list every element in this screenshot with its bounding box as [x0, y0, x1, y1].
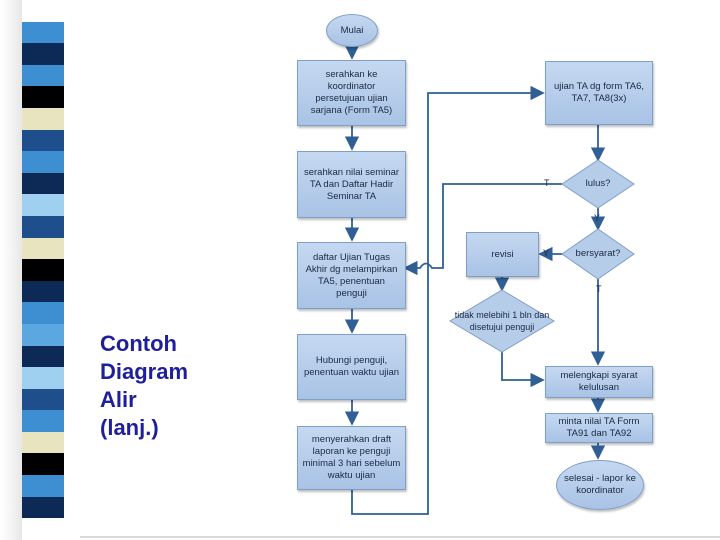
decision-time-label: tidak melebihi 1 bln dan disetujui pengu… — [454, 310, 550, 332]
stripe-segment — [22, 129, 64, 152]
stripe-segment — [22, 215, 64, 238]
decision-cond-label: bersyarat? — [575, 248, 621, 259]
decision-time-shape — [449, 289, 555, 353]
slide-left-shade — [0, 0, 22, 540]
stripe-segment — [22, 302, 64, 324]
stripe-segment — [22, 453, 64, 476]
edge-label-cond-no: T — [596, 284, 602, 294]
stripe-segment — [22, 431, 64, 454]
decorative-stripe-bar — [22, 0, 64, 540]
decision-cond-shape — [561, 228, 635, 280]
step-request-grade: minta nilai TA Form TA91 dan TA92 — [545, 413, 653, 443]
stripe-segment — [22, 388, 64, 411]
stripe-segment — [22, 21, 64, 44]
edge-label-pass-yes: Y — [594, 213, 601, 223]
stripe-segment — [22, 151, 64, 173]
edge-label-pass-no: T — [544, 178, 550, 188]
stripe-segment — [22, 194, 64, 216]
edge-label-cond-yes: Y — [543, 248, 550, 258]
step-revision: revisi — [466, 232, 539, 277]
stripe-segment — [22, 237, 64, 260]
decision-pass-shape — [561, 159, 635, 209]
step-submit-draft: menyerahkan draft laporan ke penguji min… — [297, 426, 406, 490]
start-node: Mulai — [326, 14, 378, 47]
slide-bottom-rule — [80, 536, 720, 538]
end-node: selesai - lapor ke koordinator — [556, 460, 644, 510]
arrow-pass-no-loop — [403, 183, 562, 276]
stripe-segment — [22, 43, 64, 65]
step-submit-coordinator: serahkan ke koordinator persetujuan ujia… — [297, 60, 406, 126]
stripe-segment — [22, 172, 64, 195]
stripe-segment — [22, 86, 64, 108]
stripe-segment — [22, 107, 64, 130]
stripe-segment — [22, 410, 64, 432]
arrow-time-complete — [501, 352, 545, 388]
step-contact-examiner: Hubungi penguji, penentuan waktu ujian — [297, 334, 406, 400]
stripe-segment — [22, 259, 64, 281]
stripe-segment — [22, 323, 64, 346]
stripe-segment — [22, 518, 64, 540]
stripe-segment — [22, 345, 64, 368]
slide-title: Contoh Diagram Alir (lanj.) — [100, 331, 189, 440]
step-register-exam: daftar Ujian Tugas Akhir dg melampirkan … — [297, 242, 406, 309]
arrow-step5-exam — [351, 85, 545, 515]
step-submit-seminar-grade: serahkan nilai seminar TA dan Daftar Had… — [297, 151, 406, 218]
stripe-segment — [22, 0, 64, 22]
step-complete-requirements: melengkapi syarat kelulusan — [545, 366, 653, 398]
stripe-segment — [22, 367, 64, 389]
stripe-segment — [22, 496, 64, 519]
step-exam: ujian TA dg form TA6, TA7, TA8(3x) — [545, 61, 653, 125]
stripe-segment — [22, 280, 64, 303]
stripe-segment — [22, 475, 64, 497]
stripe-segment — [22, 64, 64, 87]
decision-pass-label: lulus? — [585, 178, 611, 189]
